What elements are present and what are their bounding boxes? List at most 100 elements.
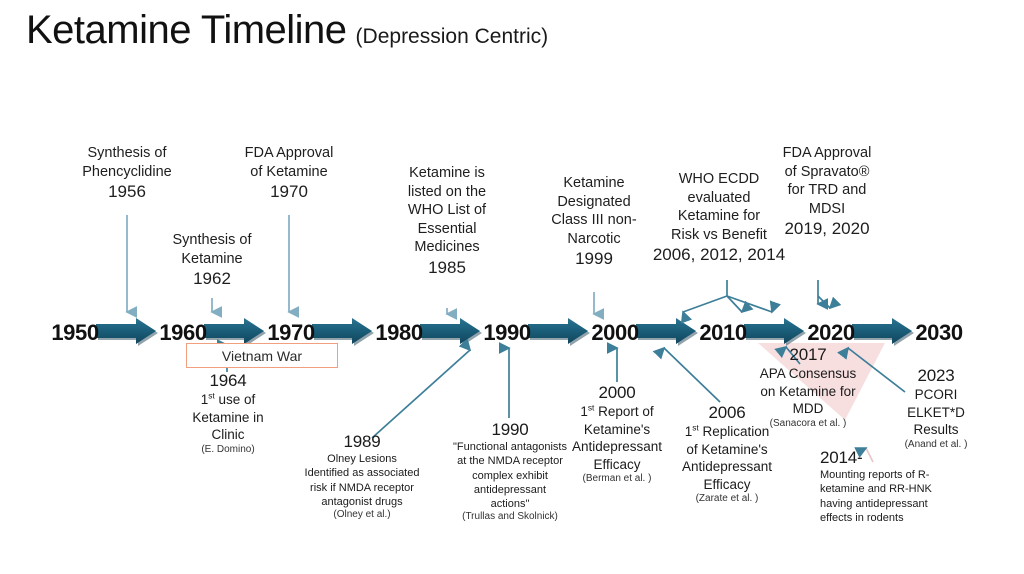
event-line: Designated xyxy=(557,193,631,210)
annotation-citation: (Zarate et al. ) xyxy=(695,493,759,505)
annotation-year: 1964 xyxy=(209,371,247,390)
annotation-year: 2000 xyxy=(598,383,636,402)
event-synthesis-ketamine: Synthesis of Ketamine 1962 xyxy=(152,231,272,290)
annotation-line: 1st Report of xyxy=(580,402,654,419)
connector-spravato-fan xyxy=(816,280,842,310)
event-line: Medicines xyxy=(414,239,480,256)
annotation-citation: (Berman et al. ) xyxy=(582,473,652,485)
title-subtitle-text: (Depression Centric) xyxy=(355,25,549,48)
annotation-line: on Ketamine for xyxy=(760,383,856,399)
annotation-apa-consensus: 2017 APA Consensus on Ketamine for MDD (… xyxy=(742,345,874,429)
annotation-line: at the NMDA receptor xyxy=(457,455,563,468)
annotation-year: 1990 xyxy=(491,420,529,439)
annotation-rodent-reports: 2014- Mounting reports of R- ketamine an… xyxy=(820,448,972,525)
event-line: listed on the xyxy=(407,183,487,200)
annotation-citation: (E. Domino) xyxy=(201,443,255,455)
annotation-citation: (Olney et al.) xyxy=(333,509,391,521)
connector-2017 xyxy=(774,345,801,365)
annotation-year: 1989 xyxy=(343,432,381,451)
annotation-line: ELKET*D xyxy=(907,404,965,420)
axis-year-1950: 1950 xyxy=(51,320,99,345)
event-synthesis-phencyclidine: Synthesis of Phencyclidine 1956 xyxy=(64,144,190,203)
annotation-line: Olney Lesions xyxy=(327,453,397,465)
annotation-line: ketamine and RR-HNK xyxy=(820,483,932,496)
vietnam-war-label: Vietnam War xyxy=(221,347,303,364)
event-line: MDSI xyxy=(808,200,846,217)
event-line: of Ketamine xyxy=(250,163,328,180)
page-title: Ketamine Timeline (Depression Centric) xyxy=(26,8,548,53)
event-line: Essential xyxy=(417,220,477,237)
event-who-essential-medicines: Ketamine is listed on the WHO List of Es… xyxy=(391,164,503,278)
annotation-line: MDD xyxy=(792,401,824,417)
event-line: evaluated xyxy=(687,189,751,206)
annotation-line: APA Consensus xyxy=(759,366,857,381)
annotation-line: 1st use of xyxy=(200,390,256,407)
event-line: for TRD and xyxy=(787,182,867,199)
axis-year-2010: 2010 xyxy=(699,320,747,345)
annotation-line: effects in rodents xyxy=(820,511,904,524)
annotation-line: Mounting reports of R- xyxy=(820,469,930,481)
connector-group-below xyxy=(216,338,906,463)
vietnam-war-box: Vietnam War xyxy=(186,343,338,368)
axis-year-1980: 1980 xyxy=(375,320,423,345)
annotation-line: antagonist drugs xyxy=(321,495,403,508)
annotation-line: having antidepressant xyxy=(820,497,928,510)
annotation-line: Ketamine in xyxy=(192,409,264,425)
annotation-line: antidepressant xyxy=(473,483,547,496)
connector-2006 xyxy=(652,346,721,403)
event-line: Ketamine is xyxy=(409,165,485,181)
annotation-line: Identified as associated xyxy=(304,467,420,480)
annotation-olney-lesions: 1989 Olney Lesions Identified as associa… xyxy=(296,432,428,520)
annotation-line: risk if NMDA receptor xyxy=(310,481,414,494)
axis-year-1990: 1990 xyxy=(483,320,531,345)
apa-highlight-triangle xyxy=(758,343,885,420)
annotation-line: Efficacy xyxy=(703,476,751,492)
event-fda-approval-spravato: FDA Approval of Spravato® for TRD and MD… xyxy=(766,144,888,240)
annotation-year: 2006 xyxy=(708,403,746,422)
event-line: Ketamine xyxy=(563,175,625,191)
event-year: 1999 xyxy=(575,249,613,269)
event-line: of Spravato® xyxy=(784,163,870,180)
annotation-citation: (Sanacora et al. ) xyxy=(769,417,847,429)
event-class-iii-non-narcotic: Ketamine Designated Class III non- Narco… xyxy=(533,174,655,270)
event-year: 1970 xyxy=(270,182,308,202)
annotation-line: Efficacy xyxy=(593,456,641,472)
axis-year-2030: 2030 xyxy=(915,320,963,345)
annotation-citation: (Anand et al. ) xyxy=(904,438,968,450)
annotation-trullas-skolnick: 1990 "Functional antagonists at the NMDA… xyxy=(440,420,580,522)
event-year: 2006, 2012, 2014 xyxy=(652,245,786,265)
event-who-ecdd-risk-benefit: WHO ECDD evaluated Ketamine for Risk vs … xyxy=(644,170,794,266)
connector-2014 xyxy=(854,447,874,463)
annotation-line: Clinic xyxy=(211,427,245,443)
event-year: 2019, 2020 xyxy=(784,219,870,239)
event-line: Synthesis of xyxy=(172,232,252,248)
annotation-line: actions" xyxy=(490,498,530,511)
annotation-berman-first-report: 2000 1st Report of Ketamine's Antidepres… xyxy=(554,383,680,484)
event-line: WHO List of xyxy=(407,202,487,219)
axis-year-1970: 1970 xyxy=(267,320,315,345)
event-line: Class III non- xyxy=(551,212,637,229)
connector-1989 xyxy=(371,338,472,439)
event-line: FDA Approval xyxy=(244,145,334,161)
annotation-first-clinic-use: 1964 1st use of Ketamine in Clinic (E. D… xyxy=(165,371,291,455)
connector-group-above xyxy=(125,215,605,320)
annotation-line: PCORI xyxy=(914,387,958,402)
event-line: Ketamine xyxy=(181,250,243,267)
event-year: 1962 xyxy=(193,269,231,289)
annotation-line: "Functional antagonists xyxy=(453,441,567,453)
event-line: FDA Approval xyxy=(782,145,872,161)
annotation-line: Ketamine's xyxy=(583,421,651,437)
annotation-year: 2017 xyxy=(789,345,827,364)
annotation-year: 2023 xyxy=(917,366,955,385)
annotation-year: 2014- xyxy=(820,448,863,467)
annotation-line: complex exhibit xyxy=(472,469,548,482)
annotation-line: Results xyxy=(913,422,959,438)
axis-year-2020: 2020 xyxy=(807,320,855,345)
axis-year-1960: 1960 xyxy=(159,320,207,345)
connector-2023 xyxy=(837,346,906,393)
annotation-citation: (Trullas and Skolnick) xyxy=(462,511,558,523)
title-main-text: Ketamine Timeline xyxy=(26,8,347,52)
annotation-line: Antidepressant xyxy=(681,459,773,475)
